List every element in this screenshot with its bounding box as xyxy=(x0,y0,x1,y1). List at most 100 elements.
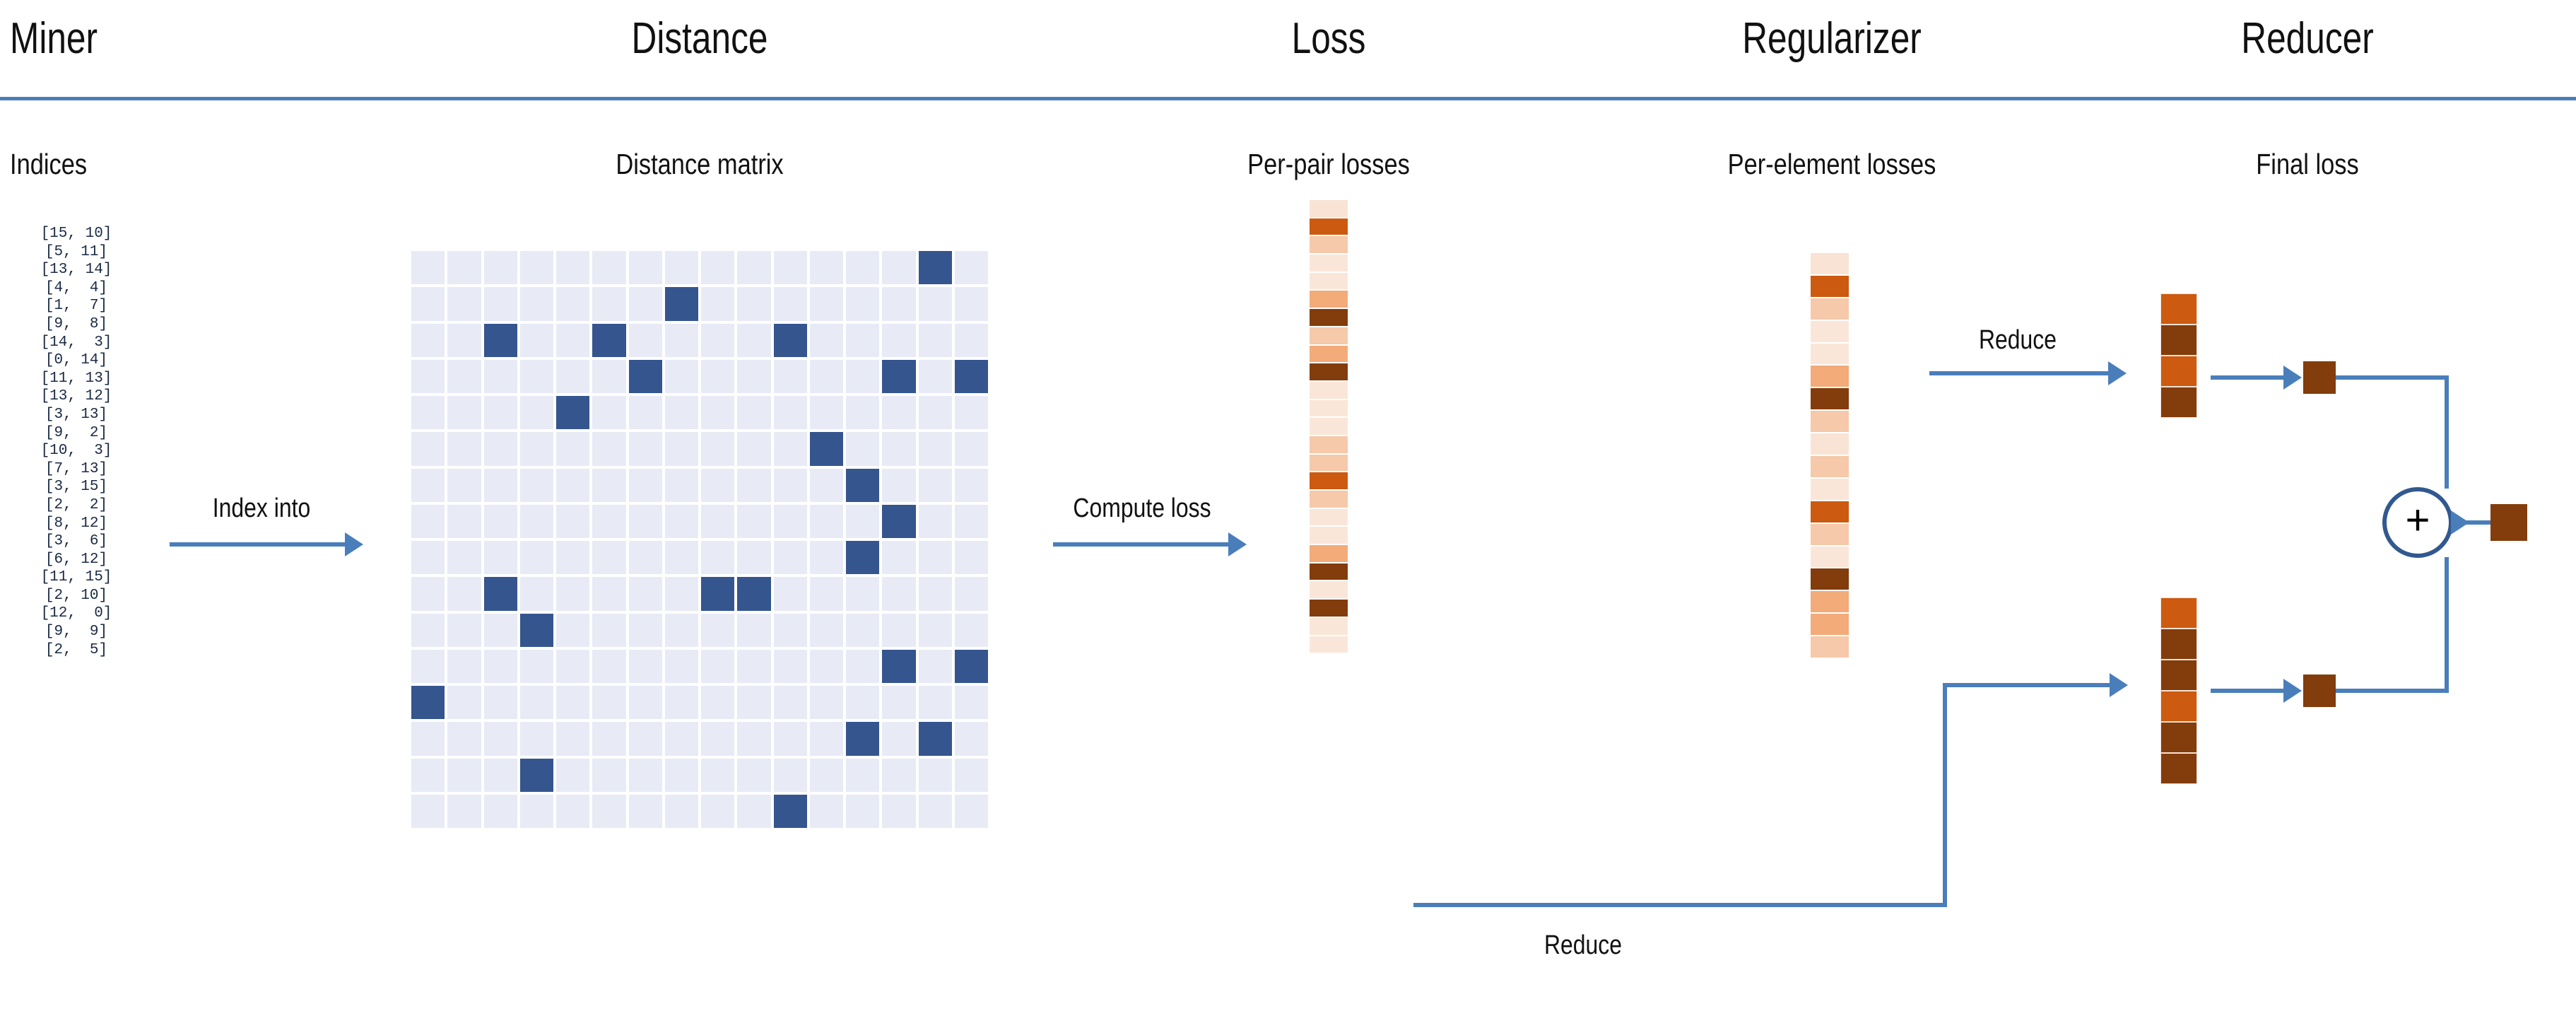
matrix-cell-empty xyxy=(954,577,988,611)
matrix-cell-empty xyxy=(447,758,481,792)
matrix-cell-empty xyxy=(664,613,698,647)
index-into-arrow-line xyxy=(170,542,346,547)
matrix-cell-empty xyxy=(882,577,916,611)
index-pair: [3, 6] xyxy=(45,533,108,550)
matrix-cell-empty xyxy=(809,396,843,430)
matrix-cell-empty xyxy=(701,613,735,647)
matrix-cell-empty xyxy=(809,251,843,285)
matrix-cell-empty xyxy=(737,432,771,466)
matrix-cell-empty xyxy=(701,359,735,393)
matrix-cell-empty xyxy=(737,468,771,502)
per-element-loss-strip xyxy=(1811,253,1849,660)
index-pair: [7, 13] xyxy=(45,460,108,477)
matrix-cell-filled xyxy=(809,432,843,466)
matrix-cell-empty xyxy=(773,287,807,321)
matrix-cell-empty xyxy=(483,541,517,575)
matrix-cell-empty xyxy=(954,396,988,430)
index-pair: [14, 3] xyxy=(40,334,112,351)
matrix-cell-empty xyxy=(556,649,590,683)
per-element-loss-cell xyxy=(1811,546,1849,569)
matrix-cell-empty xyxy=(954,541,988,575)
index-pair: [12, 0] xyxy=(40,605,112,622)
matrix-cell-empty xyxy=(701,468,735,502)
matrix-cell-empty xyxy=(519,287,553,321)
index-pair: [9, 9] xyxy=(45,624,108,641)
matrix-cell-empty xyxy=(628,794,662,828)
header-distance: Distance xyxy=(631,14,768,63)
index-pair: [15, 10] xyxy=(40,226,112,242)
matrix-cell-empty xyxy=(628,287,662,321)
matrix-cell-empty xyxy=(664,323,698,357)
compute-loss-arrow-line xyxy=(1053,542,1230,547)
matrix-cell-empty xyxy=(737,686,771,720)
matrix-cell-empty xyxy=(737,323,771,357)
matrix-cell-empty xyxy=(737,794,771,828)
matrix-cell-empty xyxy=(483,722,517,756)
matrix-cell-filled xyxy=(411,686,445,720)
matrix-cell-empty xyxy=(628,541,662,575)
matrix-cell-filled xyxy=(846,541,880,575)
matrix-cell-empty xyxy=(628,323,662,357)
matrix-cell-empty xyxy=(918,468,952,502)
matrix-cell-empty xyxy=(809,287,843,321)
per-element-loss-cell xyxy=(1811,343,1849,366)
sum-input-bottom-vertical xyxy=(2445,557,2449,693)
partial-bottom-arrow-head xyxy=(2283,679,2302,703)
matrix-cell-empty xyxy=(664,504,698,538)
matrix-cell-empty xyxy=(411,323,445,357)
matrix-cell-empty xyxy=(411,468,445,502)
matrix-cell-empty xyxy=(773,686,807,720)
matrix-cell-empty xyxy=(483,468,517,502)
matrix-cell-empty xyxy=(447,794,481,828)
matrix-cell-empty xyxy=(882,794,916,828)
matrix-cell-empty xyxy=(737,396,771,430)
matrix-cell-empty xyxy=(411,613,445,647)
sum-input-top-vertical xyxy=(2445,375,2449,489)
matrix-cell-empty xyxy=(773,758,807,792)
matrix-cell-empty xyxy=(447,686,481,720)
per-element-loss-cell xyxy=(1811,501,1849,524)
matrix-cell-empty xyxy=(882,613,916,647)
matrix-cell-empty xyxy=(737,251,771,285)
matrix-cell-empty xyxy=(519,323,553,357)
reduce-bottom-arrow-segment-horizontal-upper xyxy=(1943,683,2112,687)
matrix-cell-empty xyxy=(483,613,517,647)
matrix-cell-empty xyxy=(556,468,590,502)
matrix-cell-empty xyxy=(809,577,843,611)
matrix-cell-empty xyxy=(846,504,880,538)
per-pair-loss-cell xyxy=(1310,381,1348,400)
partial-loss-bottom xyxy=(2303,675,2336,707)
per-element-loss-cell xyxy=(1811,320,1849,344)
matrix-cell-empty xyxy=(411,432,445,466)
index-into-label: Index into xyxy=(212,494,311,523)
matrix-cell-empty xyxy=(556,758,590,792)
matrix-cell-empty xyxy=(411,251,445,285)
final-loss-arrow-head xyxy=(2451,510,2469,535)
matrix-cell-empty xyxy=(773,432,807,466)
matrix-cell-empty xyxy=(809,541,843,575)
caption-final-loss: Final loss xyxy=(2256,148,2359,180)
matrix-cell-empty xyxy=(556,504,590,538)
per-pair-loss-cell xyxy=(1310,272,1348,291)
per-pair-loss-cell xyxy=(1310,345,1348,364)
matrix-cell-empty xyxy=(483,396,517,430)
matrix-cell-empty xyxy=(846,758,880,792)
per-pair-loss-cell xyxy=(1310,563,1348,582)
matrix-cell-empty xyxy=(519,432,553,466)
reduce-bottom-arrow-segment-horizontal-lower xyxy=(1413,903,1947,907)
per-pair-loss-cell xyxy=(1310,200,1348,218)
matrix-cell-empty xyxy=(411,359,445,393)
matrix-cell-empty xyxy=(918,504,952,538)
matrix-cell-filled xyxy=(918,251,952,285)
reduce-top-arrow-head xyxy=(2108,361,2127,385)
per-pair-loss-cell xyxy=(1310,491,1348,509)
matrix-cell-empty xyxy=(846,323,880,357)
matrix-cell-empty xyxy=(519,577,553,611)
matrix-cell-empty xyxy=(773,722,807,756)
matrix-cell-empty xyxy=(447,722,481,756)
matrix-cell-empty xyxy=(737,359,771,393)
matrix-cell-empty xyxy=(628,722,662,756)
matrix-cell-empty xyxy=(701,287,735,321)
matrix-cell-empty xyxy=(519,504,553,538)
reduced-top-strip xyxy=(2160,293,2197,418)
